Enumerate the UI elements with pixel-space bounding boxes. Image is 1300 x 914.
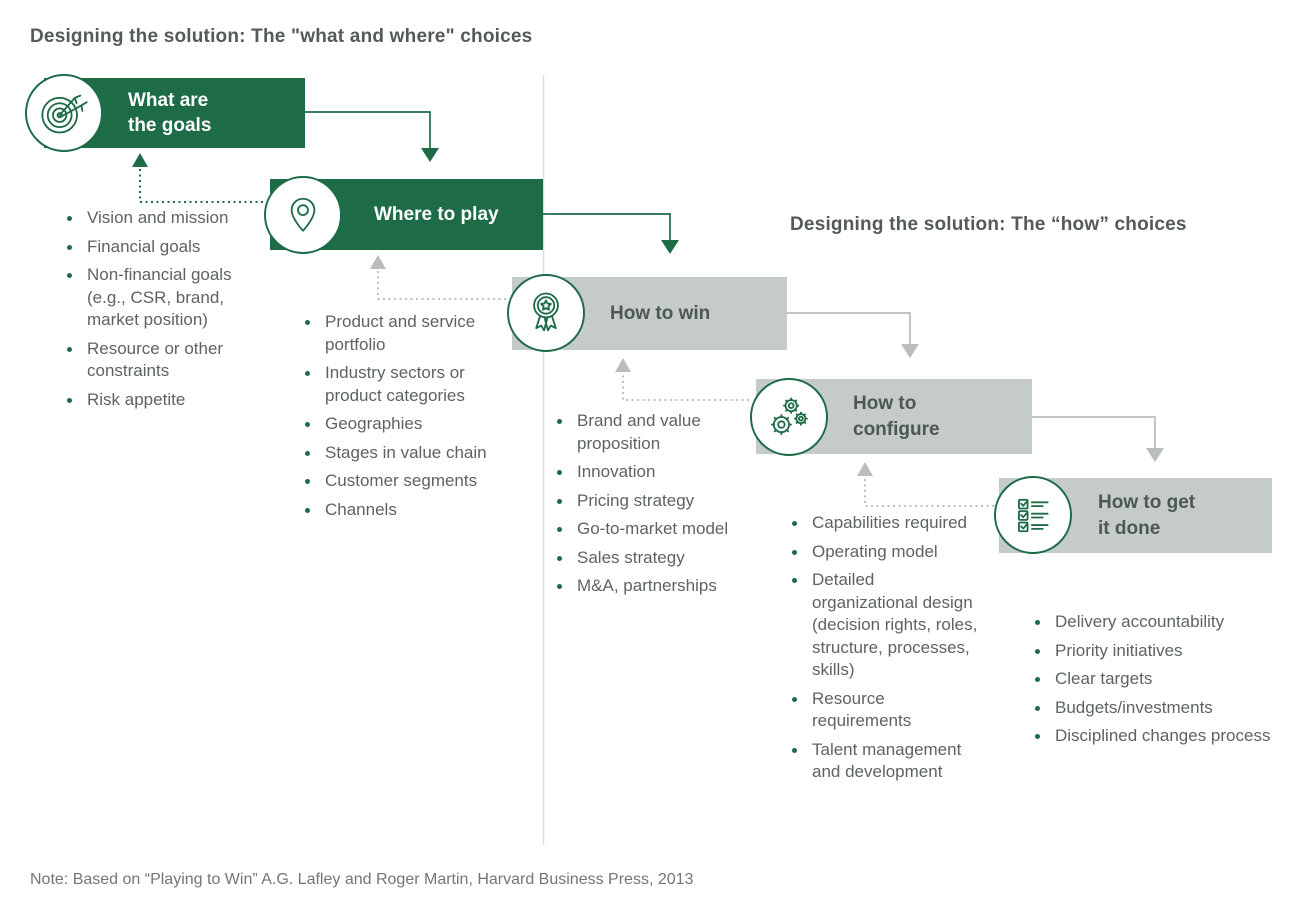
source-note: Note: Based on “Playing to Win” A.G. Laf… <box>30 871 694 888</box>
list-item: Operating model <box>792 541 980 564</box>
list-item: Budgets/investments <box>1035 697 1281 720</box>
list-item: Product and service portfolio <box>305 311 503 356</box>
location-pin-icon <box>264 176 342 254</box>
list-item: Customer segments <box>305 470 503 493</box>
how-to-get-it-done-bullet-list: Delivery accountability Priority initiat… <box>1035 611 1281 754</box>
step-label: What are the goals <box>128 89 212 136</box>
step-label: How to win <box>610 302 711 324</box>
list-item: Risk appetite <box>67 389 275 412</box>
list-item: M&A, partnerships <box>557 575 749 598</box>
award-medal-icon <box>507 274 585 352</box>
list-item: Detailed organizational design (decision… <box>792 569 980 682</box>
target-icon <box>25 74 103 152</box>
list-item: Pricing strategy <box>557 490 749 513</box>
list-item: Vision and mission <box>67 207 275 230</box>
list-item: Talent management and development <box>792 739 980 784</box>
title-what-and-where: Designing the solution: The "what and wh… <box>30 26 533 47</box>
step-label: Where to play <box>374 203 499 225</box>
list-item: Capabilities required <box>792 512 980 535</box>
list-item: Clear targets <box>1035 668 1281 691</box>
title-how: Designing the solution: The “how” choice… <box>790 214 1187 235</box>
list-item: Sales strategy <box>557 547 749 570</box>
list-item: Stages in value chain <box>305 442 503 465</box>
feedback-arrow-configure-to-win <box>615 358 749 401</box>
forward-arrow-goals-to-where <box>305 111 439 162</box>
list-item: Innovation <box>557 461 749 484</box>
list-item: Geographies <box>305 413 503 436</box>
checklist-icon <box>994 476 1072 554</box>
list-item: Go-to-market model <box>557 518 749 541</box>
list-item: Delivery accountability <box>1035 611 1281 634</box>
how-to-win-bullet-list: Brand and value proposition Innovation P… <box>557 410 749 604</box>
step-label: How to get it done <box>1098 492 1196 539</box>
list-item: Non-financial goals (e.g., CSR, brand, m… <box>67 264 275 332</box>
gears-icon <box>750 378 828 456</box>
list-item: Financial goals <box>67 236 275 259</box>
forward-arrow-win-to-configure <box>787 312 919 358</box>
feedback-arrow-getdone-to-configure <box>857 462 994 507</box>
forward-arrow-configure-to-getdone <box>1032 416 1164 462</box>
forward-arrow-where-to-win <box>543 213 679 254</box>
goals-bullet-list: Vision and mission Financial goals Non-f… <box>67 207 275 417</box>
how-to-configure-bullet-list: Capabilities required Operating model De… <box>792 512 980 790</box>
where-to-play-bullet-list: Product and service portfolio Industry s… <box>305 311 503 527</box>
list-item: Resource or other constraints <box>67 338 275 383</box>
list-item: Priority initiatives <box>1035 640 1281 663</box>
feedback-arrow-where-to-goals <box>132 153 263 203</box>
list-item: Disciplined changes process <box>1035 725 1281 748</box>
list-item: Brand and value proposition <box>557 410 749 455</box>
list-item: Resource requirements <box>792 688 980 733</box>
step-label: How to configure <box>853 393 940 440</box>
list-item: Channels <box>305 499 503 522</box>
feedback-arrow-win-to-where <box>370 255 506 300</box>
list-item: Industry sectors or product categories <box>305 362 503 407</box>
